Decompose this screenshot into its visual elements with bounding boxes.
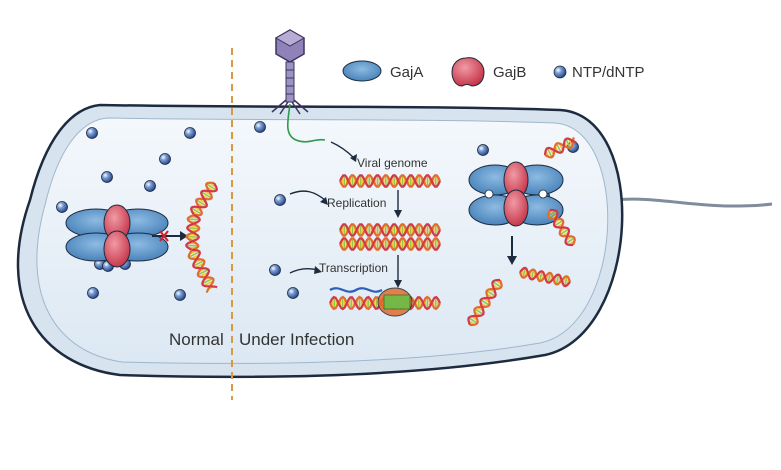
cleavage-arrow [507,236,517,265]
ntp-particle [86,127,98,139]
ntp-particle [56,201,68,213]
legend: GajA GajB NTP/dNTP [342,57,645,87]
bacteriophage-icon [271,29,326,143]
bound-dna-top [543,137,577,159]
legend-ntp-label: NTP/dNTP [572,64,645,81]
ntp-particle [174,289,186,301]
process-arrows [289,141,402,288]
legend-gajb-label: GajB [493,64,526,81]
viral-genome-label: Viral genome [357,156,428,170]
replicated-dna-2 [339,237,441,251]
replication-label: Replication [327,196,386,210]
ntp-particle [477,144,489,156]
blocked-arrow [152,230,188,242]
gajb-icon [451,57,485,87]
ntp-particle [269,264,281,276]
cleaved-dna-2 [518,266,572,288]
dna-strands [185,137,577,327]
rna-transcript [329,287,383,293]
ntp-particle [144,180,156,192]
legend-gajb: GajB [451,57,526,87]
viral-genome-dna [339,174,441,188]
ntp-particle [254,121,266,133]
legend-gaja: GajA [342,60,423,82]
ntp-particle [159,153,171,165]
flagellum [611,197,773,208]
host-dna-seg-3 [187,248,218,293]
ntp-particle [274,194,286,206]
ntp-particle [101,171,113,183]
transcription-label: Transcription [319,261,388,275]
host-dna-seg-1 [190,181,218,217]
section-normal-label: Normal [169,330,224,349]
transcription-complex [329,287,413,317]
injected-genome [286,103,326,143]
cell-cytoplasm [36,117,609,364]
host-dna-seg-2 [185,213,201,252]
gajab-complex-active [468,161,564,227]
bound-dna-bottom [547,208,576,247]
ntp-particle [184,127,196,139]
legend-ntp: NTP/dNTP [553,64,645,81]
ntp-particle [287,287,299,299]
section-infection-label: Under Infection [239,330,354,349]
gajab-complex-normal [65,204,169,268]
legend-gaja-label: GajA [390,64,423,81]
replicated-dna-1 [339,223,441,237]
ntp-dntp-icon [553,65,567,79]
ntp-particle [87,287,99,299]
cleaved-dna-1 [467,278,503,327]
gaja-icon [342,60,382,82]
